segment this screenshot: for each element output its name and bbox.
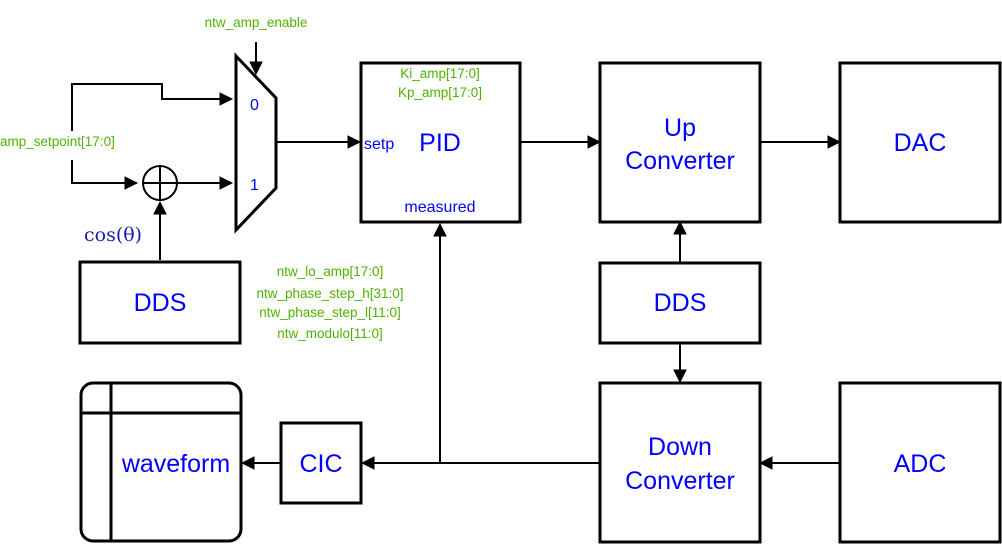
- dds-center-label: DDS: [654, 289, 707, 317]
- mux1-arrowhead: [219, 176, 234, 190]
- dds-param-modulo: ntw_modulo[11:0]: [277, 326, 383, 341]
- pid-measured-label: measured: [404, 199, 475, 216]
- upconv-lo-arrowhead: [673, 220, 687, 235]
- dds-param-phase-step-l: ntw_phase_step_l[11:0]: [259, 305, 401, 320]
- cic-in-arrowhead: [360, 456, 375, 470]
- pid-ki-label: Ki_amp[17:0]: [400, 66, 480, 81]
- setpoint-label-bg: [0, 131, 144, 151]
- down-converter-label-line1: Down: [648, 433, 712, 461]
- waveform-label: waveform: [121, 450, 230, 478]
- downconv-lo-arrowhead: [673, 369, 687, 384]
- setpoint-to-mux0-wire: [71, 83, 222, 140]
- dds-param-lo-amp: ntw_lo_amp[17:0]: [277, 264, 384, 279]
- mux-block: [234, 52, 278, 234]
- dac-label: DAC: [894, 129, 947, 157]
- cic-block: [279, 421, 363, 505]
- down-converter-label-line2: Converter: [625, 467, 735, 495]
- upconv-in-arrowhead: [587, 135, 602, 149]
- dac-in-arrowhead: [827, 135, 842, 149]
- adc-label: ADC: [894, 450, 947, 478]
- dds-adder-arrowhead: [153, 200, 167, 215]
- downconv-in-arrowhead: [758, 456, 773, 470]
- adder-symbol: [142, 165, 178, 201]
- setpoint-label: amp_setpoint[17:0]: [0, 134, 115, 149]
- adder-in-arrowhead: [124, 176, 139, 190]
- cos-theta-label: cos(θ): [84, 224, 142, 246]
- measured-arrowhead: [433, 222, 447, 237]
- waveform-in-arrowhead: [240, 456, 255, 470]
- dac-block: [838, 61, 1002, 224]
- up-converter-block: [598, 61, 762, 224]
- mux0-arrowhead: [219, 92, 234, 106]
- dds-left-label: DDS: [134, 289, 187, 317]
- setpoint-to-adder-wire: [71, 160, 127, 184]
- pid-setp-label: setp: [364, 136, 394, 153]
- mux-input0-label: 0: [250, 97, 259, 114]
- pid-kp-label: Kp_amp[17:0]: [398, 85, 482, 100]
- dds-center-block: [598, 261, 762, 345]
- mux-enable-label: ntw_amp_enable: [205, 15, 308, 30]
- enable-arrowhead: [249, 61, 263, 76]
- up-converter-label-line1: Up: [664, 114, 696, 142]
- up-converter-label-line2: Converter: [625, 147, 735, 175]
- pid-setp-arrowhead: [347, 135, 362, 149]
- adc-block: [838, 381, 1002, 544]
- pid-label: PID: [419, 129, 461, 157]
- dds-left-block: [78, 260, 242, 345]
- pid-block: [359, 61, 522, 224]
- mux-input1-label: 1: [250, 177, 259, 194]
- waveform-storage-block: [79, 381, 243, 543]
- dds-param-phase-step-h: ntw_phase_step_h[31:0]: [256, 286, 403, 301]
- cic-label: CIC: [299, 450, 342, 478]
- down-converter-block: [598, 381, 762, 544]
